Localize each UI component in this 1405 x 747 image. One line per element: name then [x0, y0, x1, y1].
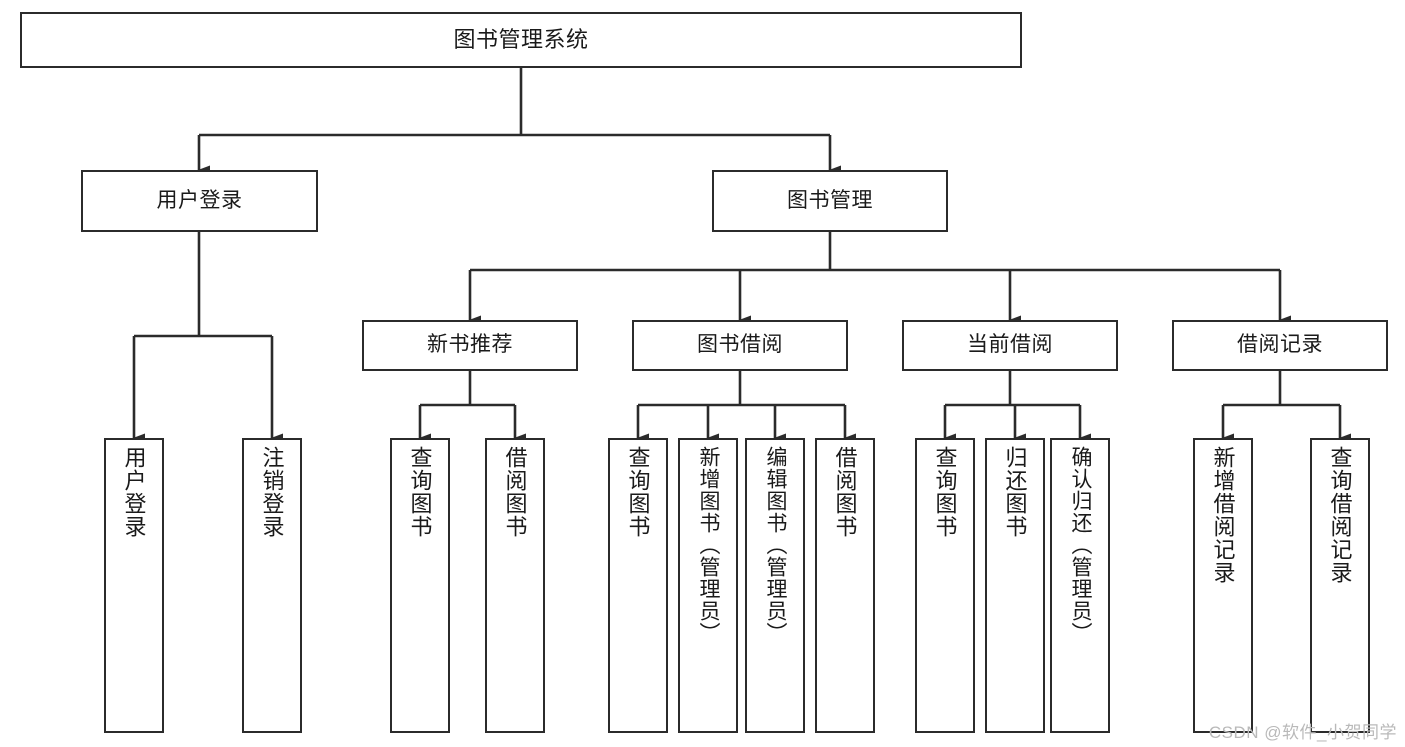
csdn-watermark: CSDN @软件_小贺同学 — [1208, 723, 1397, 742]
node-current-borrow[interactable]: 当前借阅 — [902, 320, 1118, 371]
node-label: 借阅记录 — [1237, 333, 1323, 357]
node-label: 当前借阅 — [967, 333, 1053, 357]
leaf-current-borrow-confirm-return-admin[interactable]: 确认归还（管理员） — [1050, 438, 1110, 733]
leaf-book-borrow-add-book-admin[interactable]: 新增图书（管理员） — [678, 438, 738, 733]
node-label: 新书推荐 — [427, 333, 513, 357]
node-label: 用户登录 — [156, 188, 243, 212]
node-book-borrow[interactable]: 图书借阅 — [632, 320, 848, 371]
node-label: 用户登录 — [121, 446, 147, 538]
node-label: 查询图书 — [407, 446, 433, 538]
node-label: 图书管理 — [787, 188, 873, 212]
node-new-book-recommend[interactable]: 新书推荐 — [362, 320, 578, 371]
node-label: 确认归还（管理员） — [1069, 446, 1093, 644]
node-label: 新增图书（管理员） — [697, 446, 721, 644]
node-user-login[interactable]: 用户登录 — [81, 170, 318, 232]
leaf-book-borrow-edit-book-admin[interactable]: 编辑图书（管理员） — [745, 438, 805, 733]
leaf-new-book-query-book[interactable]: 查询图书 — [390, 438, 450, 733]
node-label: 编辑图书（管理员） — [764, 446, 788, 644]
node-borrow-record[interactable]: 借阅记录 — [1172, 320, 1388, 371]
node-label: 借阅图书 — [502, 446, 528, 538]
leaf-book-borrow-query-book[interactable]: 查询图书 — [608, 438, 668, 733]
node-root-book-management-system[interactable]: 图书管理系统 — [20, 12, 1022, 68]
leaf-borrow-record-add-record[interactable]: 新增借阅记录 — [1193, 438, 1253, 733]
leaf-borrow-record-query-record[interactable]: 查询借阅记录 — [1310, 438, 1370, 733]
node-label: 归还图书 — [1002, 446, 1028, 538]
leaf-book-borrow-borrow-book[interactable]: 借阅图书 — [815, 438, 875, 733]
node-label: 查询图书 — [625, 446, 651, 538]
leaf-user-login-logout[interactable]: 注销登录 — [242, 438, 302, 733]
node-label: 查询借阅记录 — [1327, 446, 1353, 584]
node-label: 借阅图书 — [832, 446, 858, 538]
node-label: 图书借阅 — [697, 333, 783, 357]
node-label: 新增借阅记录 — [1210, 446, 1236, 584]
node-book-management[interactable]: 图书管理 — [712, 170, 948, 232]
leaf-current-borrow-query-book[interactable]: 查询图书 — [915, 438, 975, 733]
node-label: 查询图书 — [932, 446, 958, 538]
node-label: 注销登录 — [259, 446, 285, 538]
leaf-user-login-login[interactable]: 用户登录 — [104, 438, 164, 733]
leaf-current-borrow-return-book[interactable]: 归还图书 — [985, 438, 1045, 733]
leaf-new-book-borrow-book[interactable]: 借阅图书 — [485, 438, 545, 733]
node-label: 图书管理系统 — [453, 27, 589, 53]
